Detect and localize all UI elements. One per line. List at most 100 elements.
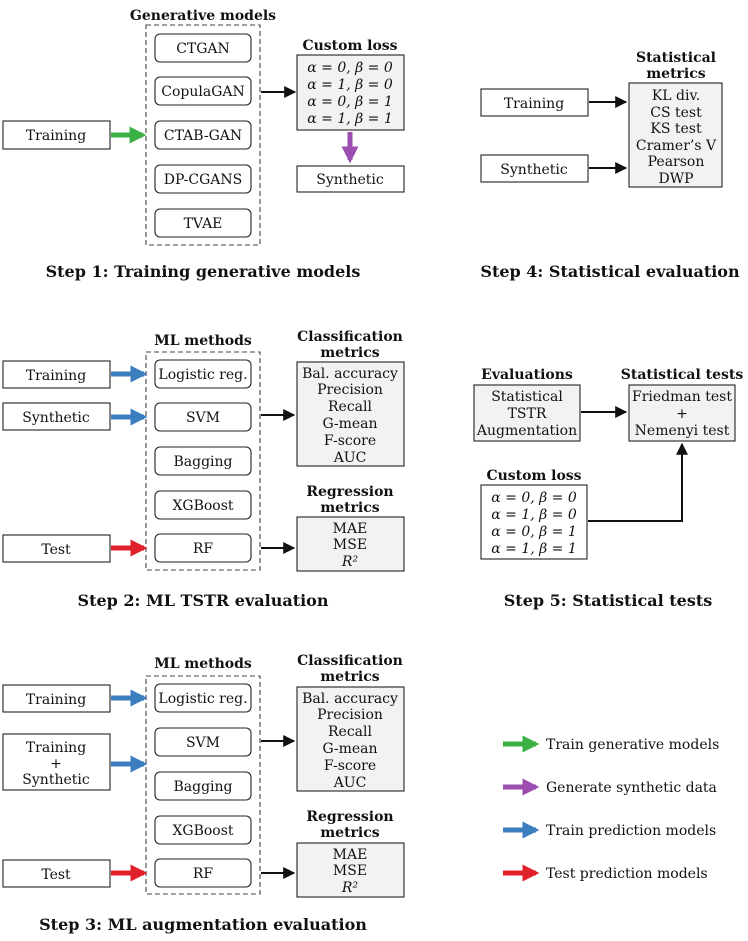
step2-training-box: [2, 360, 111, 389]
step2-header: ML methods: [154, 333, 252, 349]
method-box-logreg: [154, 683, 252, 713]
test-item: Friedman test: [632, 389, 732, 405]
step2-caption: Step 2: ML TSTR evaluation: [78, 591, 329, 610]
step3-combined-label-1: Training: [26, 740, 86, 756]
loss-option: α = 1, β = 0: [491, 507, 577, 523]
step5-tests-box: [628, 384, 736, 442]
step2-reg-metrics-box: [296, 516, 405, 572]
step1-models-group: [145, 24, 261, 246]
model-label: DP-CGANS: [164, 172, 242, 188]
legend-label: Train prediction models: [546, 823, 716, 839]
step4-header-line1: Statistical: [636, 50, 716, 66]
model-label: CTAB-GAN: [164, 128, 242, 144]
class-metric: Recall: [328, 724, 372, 740]
model-label: TVAE: [184, 216, 223, 232]
step4-training-box: [480, 88, 589, 117]
evaluation-item: Statistical: [491, 389, 563, 405]
legend-label: Test prediction models: [546, 866, 708, 882]
step2-test-box: [2, 534, 111, 563]
step3-reg-metrics-box: [296, 842, 405, 898]
step1-caption: Step 1: Training generative models: [46, 262, 361, 281]
method-label: RF: [193, 541, 214, 557]
reg-metric: MSE: [333, 537, 367, 553]
step3-class-metrics-box: [296, 686, 405, 792]
class-metric: Bal. accuracy: [302, 366, 398, 382]
step3-combined-label-3: Synthetic: [22, 772, 90, 788]
class-metric: AUC: [333, 775, 367, 791]
stat-metric: CS test: [650, 105, 702, 121]
method-box-svm: [154, 727, 252, 757]
loss-option: α = 0, β = 0: [491, 490, 577, 506]
loss-option: α = 1, β = 1: [307, 111, 393, 127]
step5-eval-header: Evaluations: [481, 367, 573, 383]
class-metric: AUC: [333, 450, 367, 466]
step3-combined-box: [2, 733, 111, 791]
class-metric: G-mean: [322, 416, 377, 432]
test-item: Nemenyi test: [635, 423, 730, 439]
step3-test-label: Test: [41, 867, 71, 883]
legend-label: Train generative models: [546, 737, 719, 753]
step2-class-header-line1: Classification: [297, 329, 403, 345]
method-box-logreg: [154, 359, 252, 389]
method-box-bagging: [154, 446, 252, 476]
step5: Evaluations Statistical TSTR Augmentatio…: [473, 367, 743, 610]
method-box-rf: [154, 533, 252, 563]
model-box-tvae: [154, 208, 252, 238]
step3-combined-label-2: +: [50, 756, 62, 772]
step4-caption: Step 4: Statistical evaluation: [480, 262, 740, 281]
stat-metric: Cramer’s V: [636, 138, 717, 154]
method-box-svm: [154, 402, 252, 432]
step5-loss-box: [480, 484, 588, 560]
stat-metric: KS test: [650, 121, 702, 137]
stat-metric: KL div.: [652, 88, 700, 104]
class-metric: Bal. accuracy: [302, 691, 398, 707]
method-box-xgboost: [154, 490, 252, 520]
test-item: +: [676, 406, 688, 422]
step3-training-label: Training: [26, 692, 86, 708]
step1-synthetic-box: [296, 165, 405, 193]
step2-reg-header-line2: metrics: [320, 500, 379, 516]
step2-test-label: Test: [41, 542, 71, 558]
black-arrow: [588, 442, 688, 522]
legend-label: Generate synthetic data: [546, 780, 717, 796]
step3-test-box: [2, 859, 111, 888]
class-metric: Precision: [317, 382, 383, 398]
step3-methods-group: [145, 675, 261, 895]
step5-loss-header: Custom loss: [486, 468, 581, 484]
class-metric: F-score: [324, 758, 376, 774]
step2-methods-group: [145, 351, 261, 571]
loss-option: α = 0, β = 1: [491, 524, 577, 540]
class-metric: Precision: [317, 707, 383, 723]
loss-option: α = 1, β = 1: [491, 541, 577, 557]
stat-metric: DWP: [658, 171, 693, 187]
step3: ML methods Logistic reg. SVM Bagging XGB…: [2, 653, 405, 934]
evaluation-item: Augmentation: [476, 423, 577, 439]
model-box-dpcgans: [154, 164, 252, 194]
method-label: Bagging: [173, 779, 232, 795]
method-label: XGBoost: [172, 823, 233, 839]
step1-training-box: [2, 120, 111, 150]
model-box-ctgan: [154, 33, 252, 63]
loss-option: α = 0, β = 0: [307, 60, 393, 76]
method-label: SVM: [186, 735, 220, 751]
step4-header-line2: metrics: [646, 66, 705, 82]
method-label: Logistic reg.: [158, 367, 247, 383]
method-box-xgboost: [154, 815, 252, 845]
stat-metric: Pearson: [648, 154, 705, 170]
loss-option: α = 1, β = 0: [307, 77, 393, 93]
method-box-bagging: [154, 771, 252, 801]
method-label: Bagging: [173, 454, 232, 470]
step1-header: Generative models: [130, 8, 276, 24]
step4-synthetic-box: [480, 154, 589, 183]
reg-metric: MAE: [333, 847, 368, 863]
step3-class-header-line2: metrics: [320, 669, 379, 685]
step3-class-header-line1: Classification: [297, 653, 403, 669]
step2: ML methods Logistic reg. SVM Bagging XGB…: [2, 329, 405, 610]
step5-caption: Step 5: Statistical tests: [504, 591, 712, 610]
model-label: CTGAN: [176, 41, 230, 57]
step3-reg-header-line1: Regression: [306, 809, 393, 825]
method-label: XGBoost: [172, 498, 233, 514]
reg-metric: MAE: [333, 521, 368, 537]
step2-training-label: Training: [26, 368, 86, 384]
step4-synthetic-label: Synthetic: [500, 162, 568, 178]
